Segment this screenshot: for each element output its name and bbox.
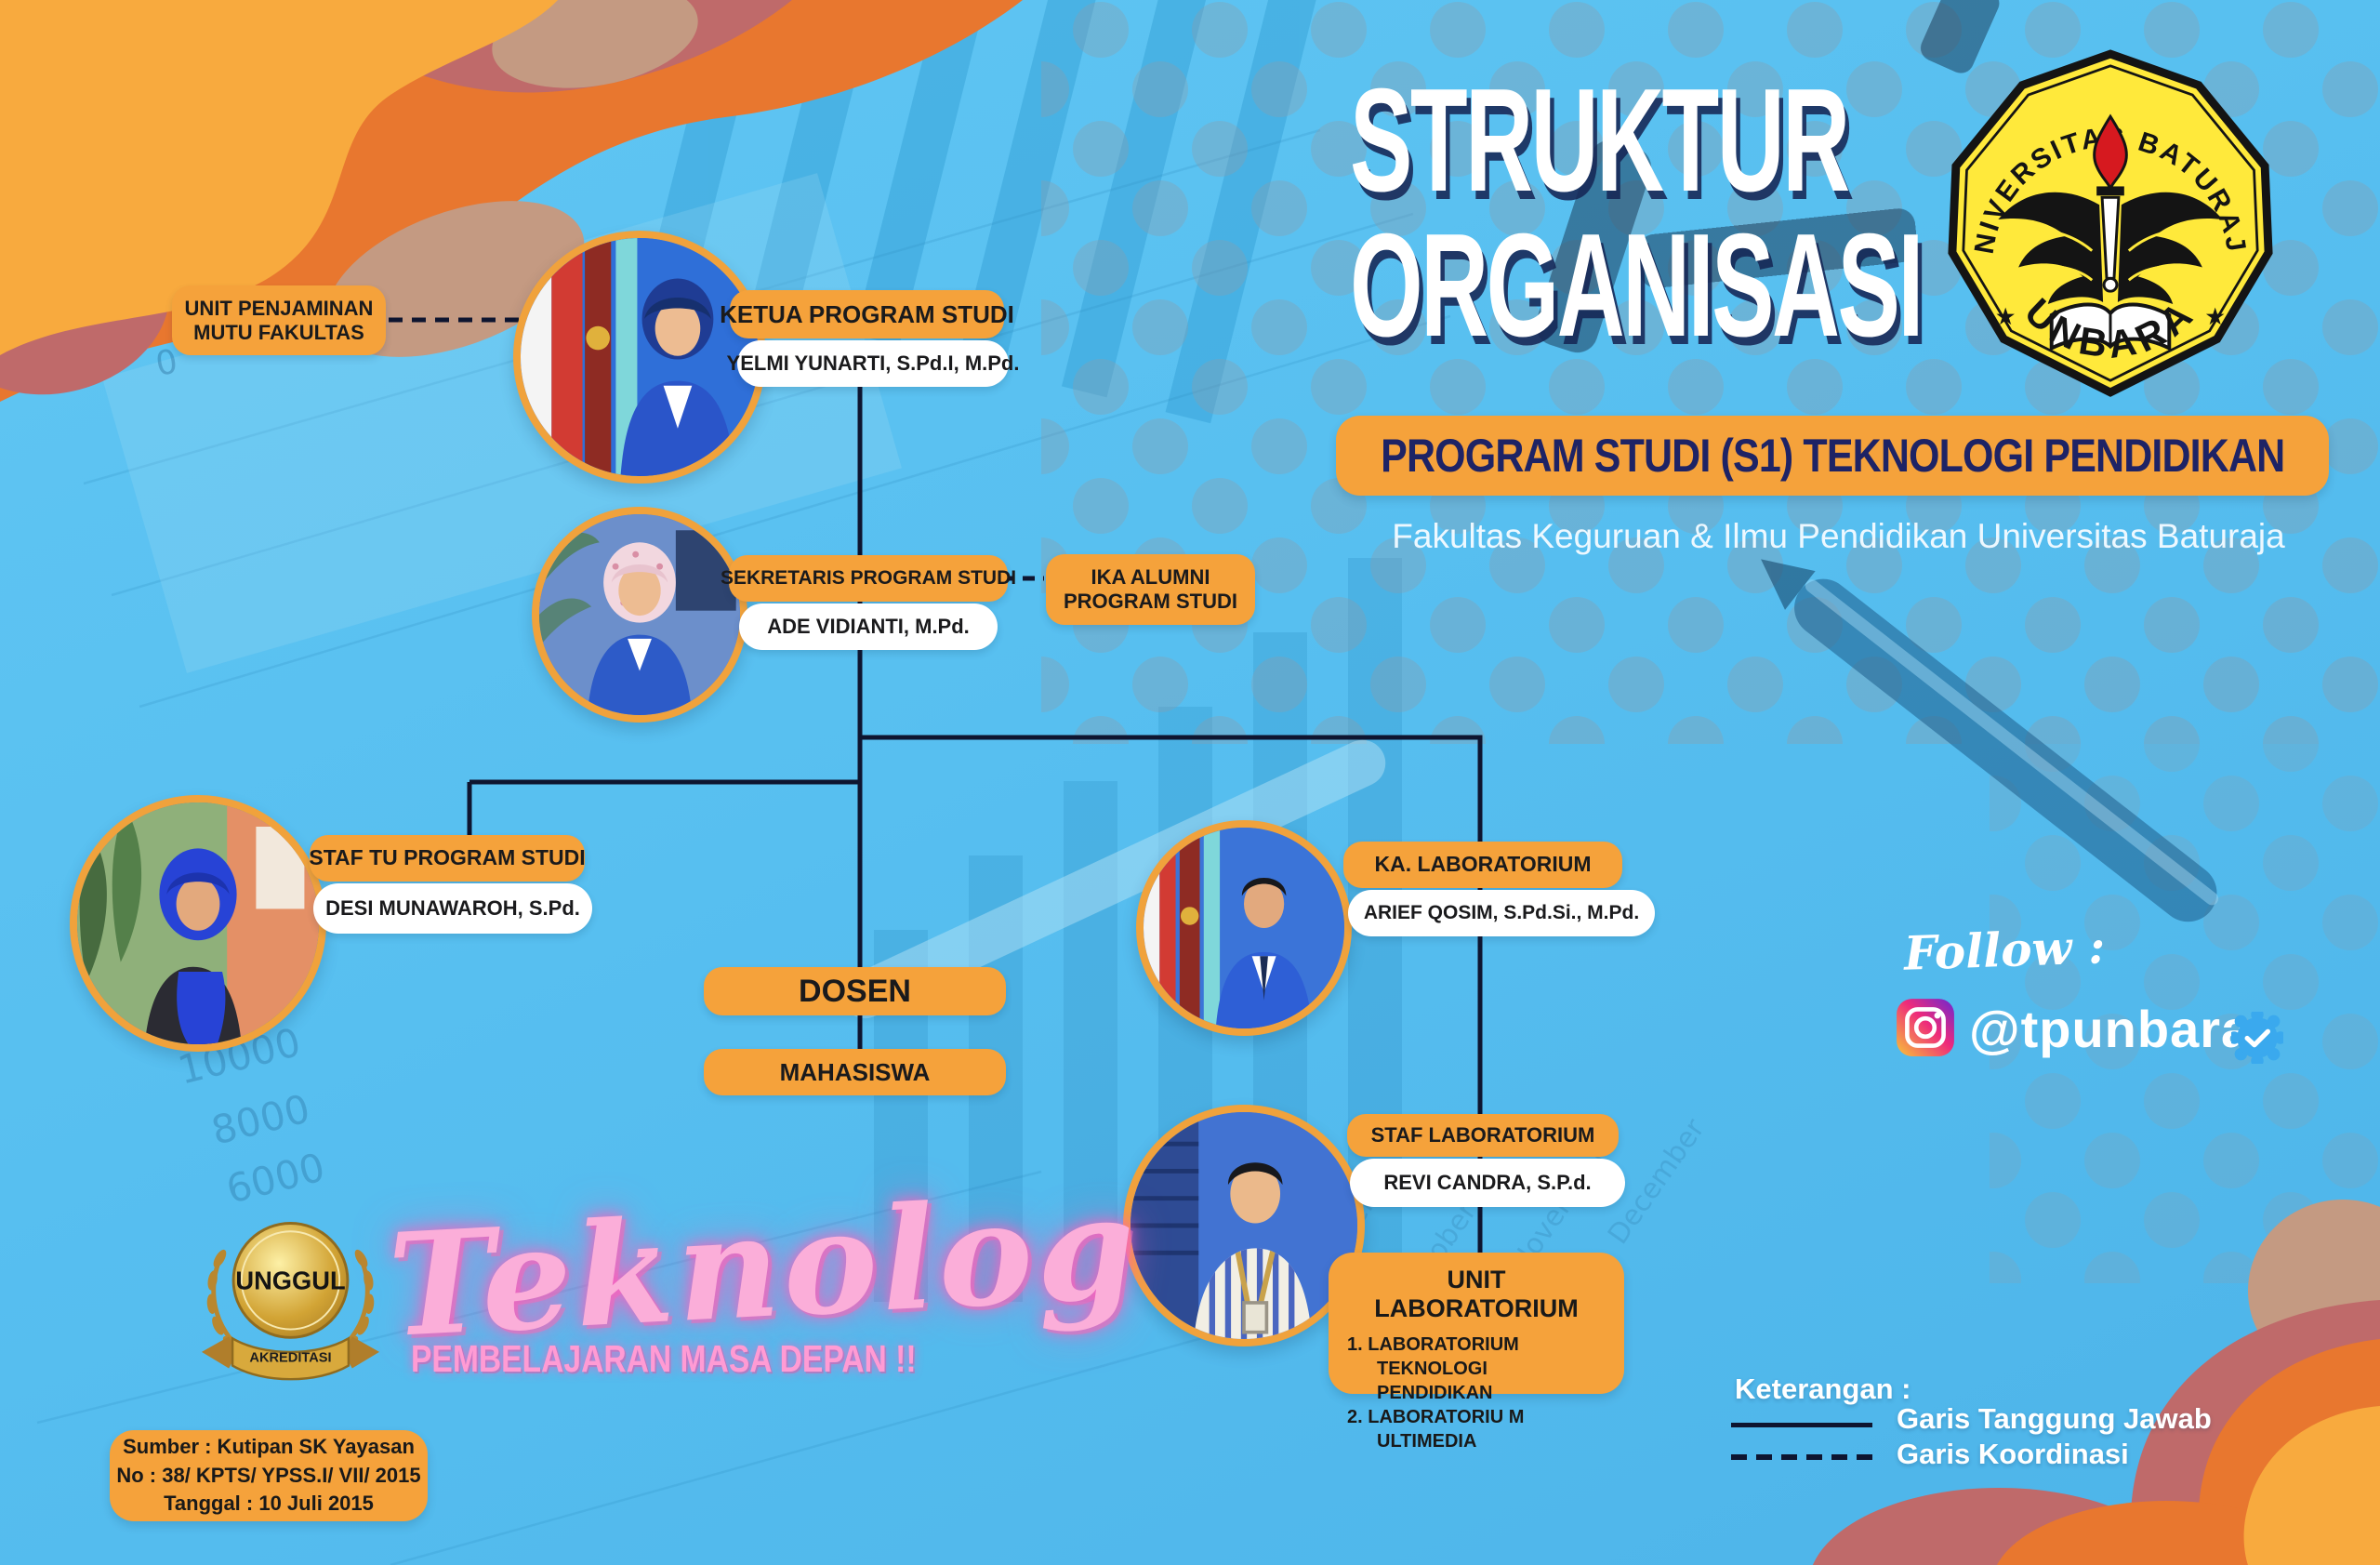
faculty-subtitle: Fakultas Keguruan & Ilmu Pendidikan Univ… (1392, 517, 2285, 555)
legend-dashed-label: Garis Koordinasi (1897, 1438, 2129, 1470)
star-icon: ★ (2204, 304, 2226, 330)
follow-label: Follow : (1903, 919, 2107, 981)
sekretaris-title: SEKRETARIS PROGRAM STUDI (720, 566, 1017, 589)
legend-dashed-line (1731, 1454, 1880, 1460)
staf-tu-name-badge: DESI MUNAWAROH, S.Pd. (313, 883, 592, 934)
ka-lab-title: KA. LABORATORIUM (1374, 852, 1592, 877)
unit-penjaminan-badge: UNIT PENJAMINAN MUTU FAKULTAS (172, 285, 386, 355)
logo-wing-left (1998, 192, 2104, 305)
program-banner-text: PROGRAM STUDI (S1) TEKNOLOGI PENDIDIKAN (1380, 430, 2285, 482)
pen-silhouette (1761, 559, 2219, 922)
ketua-name: YELMI YUNARTI, S.Pd.I, M.Pd. (726, 351, 1020, 375)
university-logo: UNIVERSITAS BATURAJA UNBARA ★ ★ (1945, 46, 2273, 397)
ketua-name-badge: YELMI YUNARTI, S.Pd.I, M.Pd. (727, 340, 1019, 387)
mahasiswa-label: MAHASISWA (779, 1057, 931, 1086)
pen-silhouette-light (841, 739, 1386, 1019)
staf-lab-title-badge: STAF LABORATORIUM (1347, 1114, 1619, 1157)
unit-lab-title: UNIT LABORATORIUM (1374, 1266, 1579, 1322)
line-responsibility-right (860, 735, 1483, 1257)
ika-alumni-line2: PROGRAM STUDI (1064, 590, 1237, 613)
photo-staf-laboratorium (1123, 1105, 1365, 1346)
unit-penjaminan-line2: MUTU FAKULTAS (193, 320, 364, 344)
unit-penjaminan-line1: UNIT PENJAMINAN (184, 296, 374, 320)
sekretaris-title-badge: SEKRETARIS PROGRAM STUDI (721, 555, 1016, 602)
sekretaris-name: ADE VIDIANTI, M.Pd. (767, 615, 970, 638)
verified-badge-icon (2231, 1012, 2283, 1064)
legend-solid-label: Garis Tanggung Jawab (1897, 1402, 2212, 1435)
ketua-title: KETUA PROGRAM STUDI (720, 299, 1014, 328)
legend-solid-line (1731, 1423, 1872, 1427)
corner-waves-bottom-right (1812, 1200, 2380, 1565)
dosen-label: DOSEN (799, 973, 911, 1009)
ka-lab-name: ARIEF QOSIM, S.Pd.Si., M.Pd. (1363, 902, 1640, 923)
ka-lab-name-badge: ARIEF QOSIM, S.Pd.Si., M.Pd. (1348, 890, 1655, 936)
photo-staf-tu-program-studi (70, 795, 326, 1052)
photo-ketua-program-studi (513, 231, 766, 484)
page-title-line1: STRUKTUR (1350, 59, 1850, 222)
source-note-box: Sumber : Kutipan SK Yayasan No : 38/ KPT… (110, 1430, 428, 1521)
staf-tu-name: DESI MUNAWAROH, S.Pd. (325, 896, 580, 920)
staf-lab-name: REVI CANDRA, S.P.d. (1383, 1171, 1592, 1194)
photo-ka-laboratorium (1136, 820, 1352, 1036)
staf-tu-title-badge: STAF TU PROGRAM STUDI (309, 835, 586, 882)
staf-lab-name-badge: REVI CANDRA, S.P.d. (1350, 1159, 1625, 1207)
akreditasi-text: AKREDITASI (249, 1351, 331, 1366)
staf-tu-title: STAF TU PROGRAM STUDI (309, 845, 586, 870)
instagram-handle[interactable]: @tpunbara (1969, 1000, 2252, 1058)
polka-dots-right (1990, 744, 2380, 1283)
clip-silhouette (1535, 0, 2000, 353)
source-line-2: No : 38/ KPTS/ YPSS.I/ VII/ 2015 (116, 1463, 421, 1487)
ka-lab-title-badge: KA. LABORATORIUM (1343, 842, 1622, 888)
ika-alumni-line1: IKA ALUMNI (1091, 565, 1210, 590)
unggul-text: UNGGUL (235, 1267, 345, 1295)
akreditasi-unggul-badge: UNGGUL AKREDITASI (201, 1222, 380, 1381)
campaign-tagline: PEMBELAJARAN MASA DEPAN !! (411, 1337, 917, 1380)
instagram-icon[interactable] (1895, 997, 1956, 1058)
source-line-1: Sumber : Kutipan SK Yayasan (123, 1434, 415, 1458)
unit-lab-item-2: 2. LABORATORIU M ULTIMEDIA (1347, 1407, 1525, 1452)
page-title-line2: ORGANISASI (1350, 204, 1924, 367)
ika-alumni-badge: IKA ALUMNI PROGRAM STUDI (1046, 554, 1255, 625)
photo-sekretaris-program-studi (532, 507, 747, 723)
legend-title: Keterangan : (1735, 1373, 1911, 1405)
ketua-title-badge: KETUA PROGRAM STUDI (720, 290, 1014, 338)
dosen-badge: DOSEN (704, 967, 1006, 1015)
star-icon: ★ (1995, 304, 2016, 330)
logo-wing-right (2117, 192, 2223, 305)
program-banner: PROGRAM STUDI (S1) TEKNOLOGI PENDIDIKAN (1336, 416, 2329, 496)
sekretaris-name-badge: ADE VIDIANTI, M.Pd. (739, 603, 998, 650)
staf-lab-title: STAF LABORATORIUM (1370, 1123, 1595, 1147)
source-line-3: Tanggal : 10 Juli 2015 (164, 1492, 374, 1516)
unit-laboratorium-box: UNIT LABORATORIUM 1. LABORATORIUM TEKNOL… (1329, 1253, 1624, 1452)
unit-lab-item-1: 1. LABORATORIUM TEKNOLOGI PENDIDIKAN (1347, 1334, 1519, 1403)
mahasiswa-badge: MAHASISWA (704, 1049, 1006, 1095)
